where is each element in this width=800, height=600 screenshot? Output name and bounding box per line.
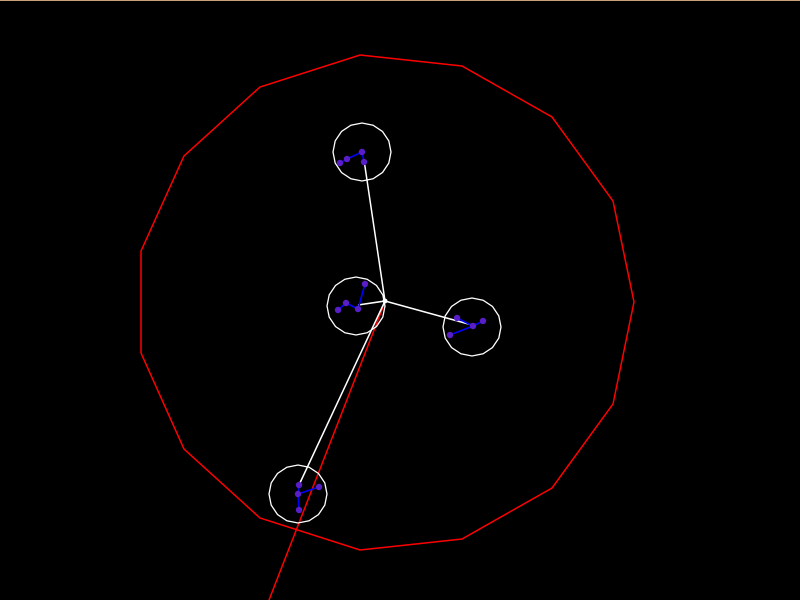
cluster-top-particle [336,159,344,167]
cluster-center-particle [342,299,350,307]
cluster-center-bond [357,283,366,310]
clusters-layer [268,122,502,524]
cluster-center-particle [354,305,362,313]
cluster-right [442,297,502,357]
cluster-top-particle [343,155,351,163]
cluster-bottom-link [298,300,386,486]
cluster-right-link [384,300,473,326]
cluster-top-outline [332,122,392,182]
cluster-center-outline [326,276,386,336]
cluster-top-particle [360,158,368,166]
cluster-bottom-particle [295,506,303,514]
cluster-center [326,276,386,336]
cluster-bottom-bond [297,486,320,495]
cluster-top [332,122,392,182]
cluster-bottom-particle [315,483,323,491]
cluster-bottom-particle [295,481,303,489]
boundary-polygon [140,54,635,551]
cluster-bottom-outline [268,464,328,524]
boundary-layer [140,54,635,600]
cluster-right-particle [479,317,487,325]
boundary-tail-line [268,301,386,600]
hub-node [382,298,388,304]
cluster-center-particle [334,306,342,314]
cluster-center-link [357,300,386,306]
top-border-line [0,0,800,1]
hub-layer [382,298,388,304]
links-layer [298,159,473,486]
cluster-bottom-particle [294,490,302,498]
cluster-bottom [268,464,328,524]
cluster-right-particle [446,331,454,339]
cluster-right-particle [469,322,477,330]
cluster-right-particle [453,314,461,322]
cluster-right-outline [442,297,502,357]
cluster-top-link [363,159,386,302]
cluster-center-particle [361,280,369,288]
cluster-top-particle [358,148,366,156]
cluster-right-bond [449,325,474,336]
